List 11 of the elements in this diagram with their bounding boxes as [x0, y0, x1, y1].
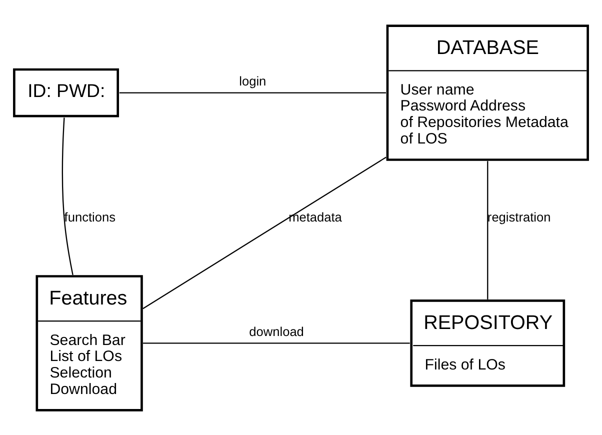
- edge-label: login: [239, 73, 266, 88]
- edge-label: registration: [487, 208, 551, 224]
- connector: [142, 156, 386, 309]
- connector: [487, 160, 488, 299]
- node-box: ID: PWD:: [13, 68, 120, 117]
- edge-label: functions: [64, 208, 116, 224]
- connector: [62, 117, 74, 275]
- connector: [119, 92, 386, 93]
- edge-label: download: [249, 323, 304, 338]
- connector: [143, 342, 410, 344]
- edge-label: metadata: [288, 208, 342, 224]
